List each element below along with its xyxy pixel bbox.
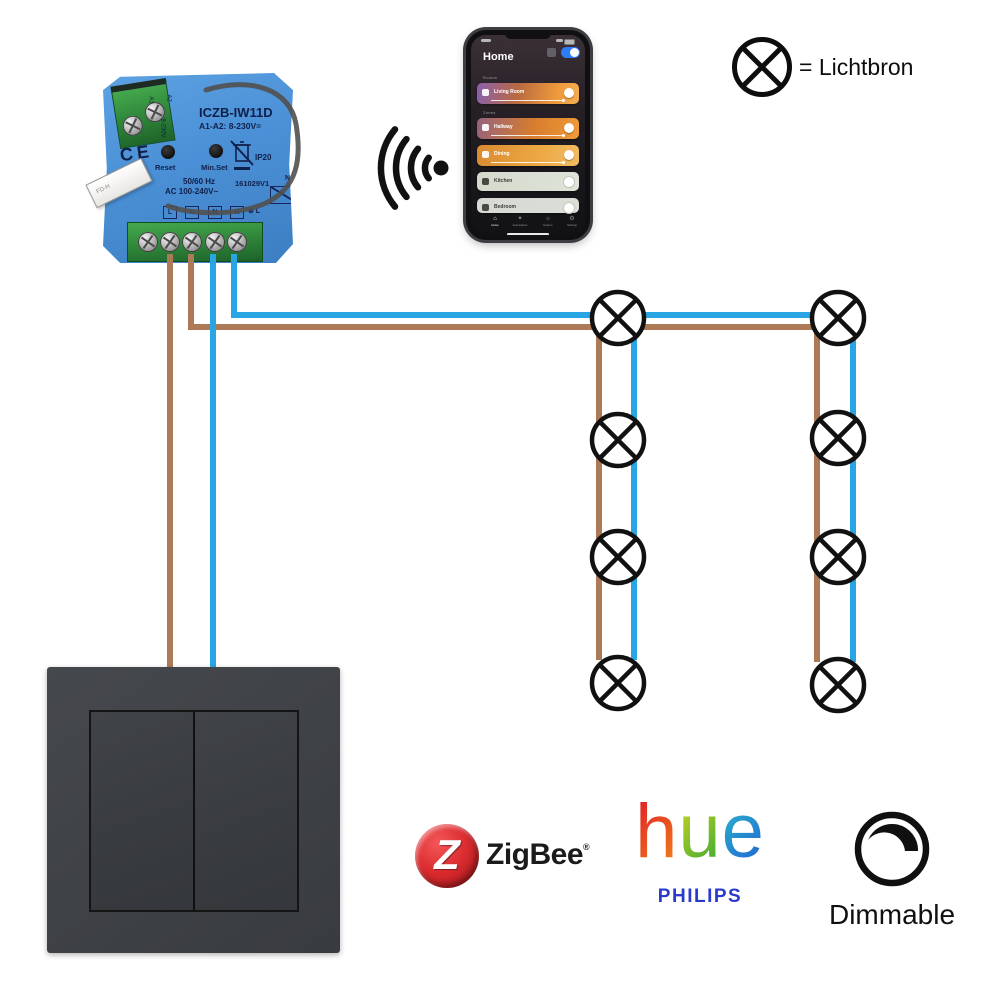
- nav-home[interactable]: ⌂ Home: [482, 216, 508, 227]
- wireless-signal-icon: [377, 126, 449, 210]
- rocker-right[interactable]: [195, 712, 297, 910]
- brightness-slider[interactable]: [491, 161, 565, 164]
- room-card[interactable]: Kitchen: [477, 172, 579, 191]
- terminal-screw: [160, 232, 180, 252]
- live-wires-brown: [167, 254, 820, 667]
- dimmable-logo: Dimmable: [812, 806, 972, 931]
- registered-mark: ®: [583, 842, 590, 852]
- minset-label: Min.Set: [201, 163, 228, 172]
- switch-rockers: [89, 710, 299, 912]
- reset-button[interactable]: [161, 145, 175, 159]
- terminal-screw: [227, 232, 247, 252]
- wall-switch: [47, 667, 340, 953]
- terminal-screw: [138, 232, 158, 252]
- section-label: Rooms: [483, 75, 498, 80]
- phone-screen: Home Rooms Living Room Zones Hallway Din…: [471, 35, 585, 235]
- bottom-terminal-block: [127, 222, 263, 262]
- legend-lamp-symbol: [732, 37, 792, 97]
- room-icon: [482, 124, 489, 131]
- room-icon: [482, 89, 489, 96]
- signal-icon: [556, 39, 563, 42]
- explore-icon: ☼: [545, 216, 551, 222]
- module-rating: A1-A2: 8-230V=: [199, 121, 262, 131]
- automation-icon: ✦: [517, 216, 523, 222]
- antenna-wire: [165, 82, 301, 216]
- room-toggle[interactable]: [564, 123, 574, 133]
- room-icon: [482, 151, 489, 158]
- dimmer-knob-icon: [854, 811, 930, 887]
- lamp-symbol: [589, 289, 647, 347]
- neutral-wires-blue: [210, 254, 856, 667]
- room-label: Bedroom: [494, 204, 516, 210]
- rocker-left[interactable]: [91, 712, 195, 910]
- room-card[interactable]: Bedroom: [477, 198, 579, 213]
- brightness-slider[interactable]: [491, 99, 565, 102]
- room-label: Dining: [494, 151, 510, 157]
- reset-label: Reset: [155, 163, 176, 172]
- room-icon: [482, 178, 489, 185]
- module-model: ICZB-IW11D: [199, 105, 273, 120]
- nav-automations[interactable]: ✦ Automations: [507, 216, 533, 227]
- lamp-symbol: [589, 654, 647, 712]
- zigbee-logo: Z: [415, 824, 479, 888]
- room-card[interactable]: Living Room: [477, 83, 579, 104]
- philips-wordmark: PHILIPS: [657, 886, 743, 907]
- legend-label: = Lichtbron: [799, 54, 914, 80]
- room-label: Living Room: [494, 89, 525, 95]
- weee-icon: [230, 140, 254, 170]
- room-label: Kitchen: [494, 178, 513, 184]
- zigbee-wordmark: ZigBee®: [486, 838, 590, 871]
- smartphone: Home Rooms Living Room Zones Hallway Din…: [466, 30, 590, 240]
- nav-explore[interactable]: ☼ Explore: [535, 216, 561, 227]
- settings-gear-icon: ⚙: [569, 216, 575, 222]
- lamp-symbol: [589, 528, 647, 586]
- brightness-slider[interactable]: [491, 134, 565, 137]
- room-toggle[interactable]: [564, 177, 574, 187]
- hue-wordmark: hue: [635, 789, 765, 874]
- bottom-nav: ⌂ Home ✦ Automations ☼ Explore ⚙ Setting…: [471, 215, 585, 231]
- neutral-symbol-label: ⊗ L: [248, 208, 261, 215]
- nav-settings[interactable]: ⚙ Settings: [559, 216, 585, 227]
- terminal-screw: [205, 232, 225, 252]
- room-card[interactable]: Dining: [477, 145, 579, 166]
- all-lights-toggle[interactable]: [561, 47, 580, 58]
- status-time: [481, 39, 491, 42]
- home-indicator: [507, 233, 549, 235]
- frequency: 50/60 Hz: [183, 177, 216, 186]
- home-icon: ⌂: [493, 216, 497, 222]
- terminal-screw: [182, 232, 202, 252]
- room-card[interactable]: Hallway: [477, 118, 579, 139]
- room-toggle[interactable]: [564, 88, 574, 98]
- room-icon: [482, 204, 489, 211]
- lamp-symbol: [809, 289, 867, 347]
- lamp-symbol: [589, 411, 647, 469]
- lamp-symbol: [809, 409, 867, 467]
- lamp-symbol: [809, 656, 867, 714]
- room-toggle[interactable]: [564, 150, 574, 160]
- ip-rating: IP20: [255, 153, 272, 162]
- lamp-symbols: [589, 289, 867, 714]
- ac-rating: AC 100-240V~: [165, 187, 219, 196]
- version: 161029V1: [235, 179, 270, 188]
- battery-icon: [564, 39, 575, 45]
- app-title: Home: [483, 51, 514, 63]
- zigbee-z-letter: Z: [434, 831, 460, 878]
- room-toggle[interactable]: [564, 203, 574, 213]
- phone-notch: [505, 30, 551, 39]
- relay-n-label: N: [285, 175, 291, 182]
- section-label: Zones: [483, 110, 496, 115]
- header-action-icon[interactable]: [547, 48, 556, 57]
- minset-button[interactable]: [209, 144, 223, 158]
- lamp-symbol: [809, 528, 867, 586]
- room-label: Hallway: [494, 124, 513, 130]
- philips-hue-logo: hue PHILIPS: [622, 792, 778, 908]
- dimmable-label: Dimmable: [828, 899, 956, 930]
